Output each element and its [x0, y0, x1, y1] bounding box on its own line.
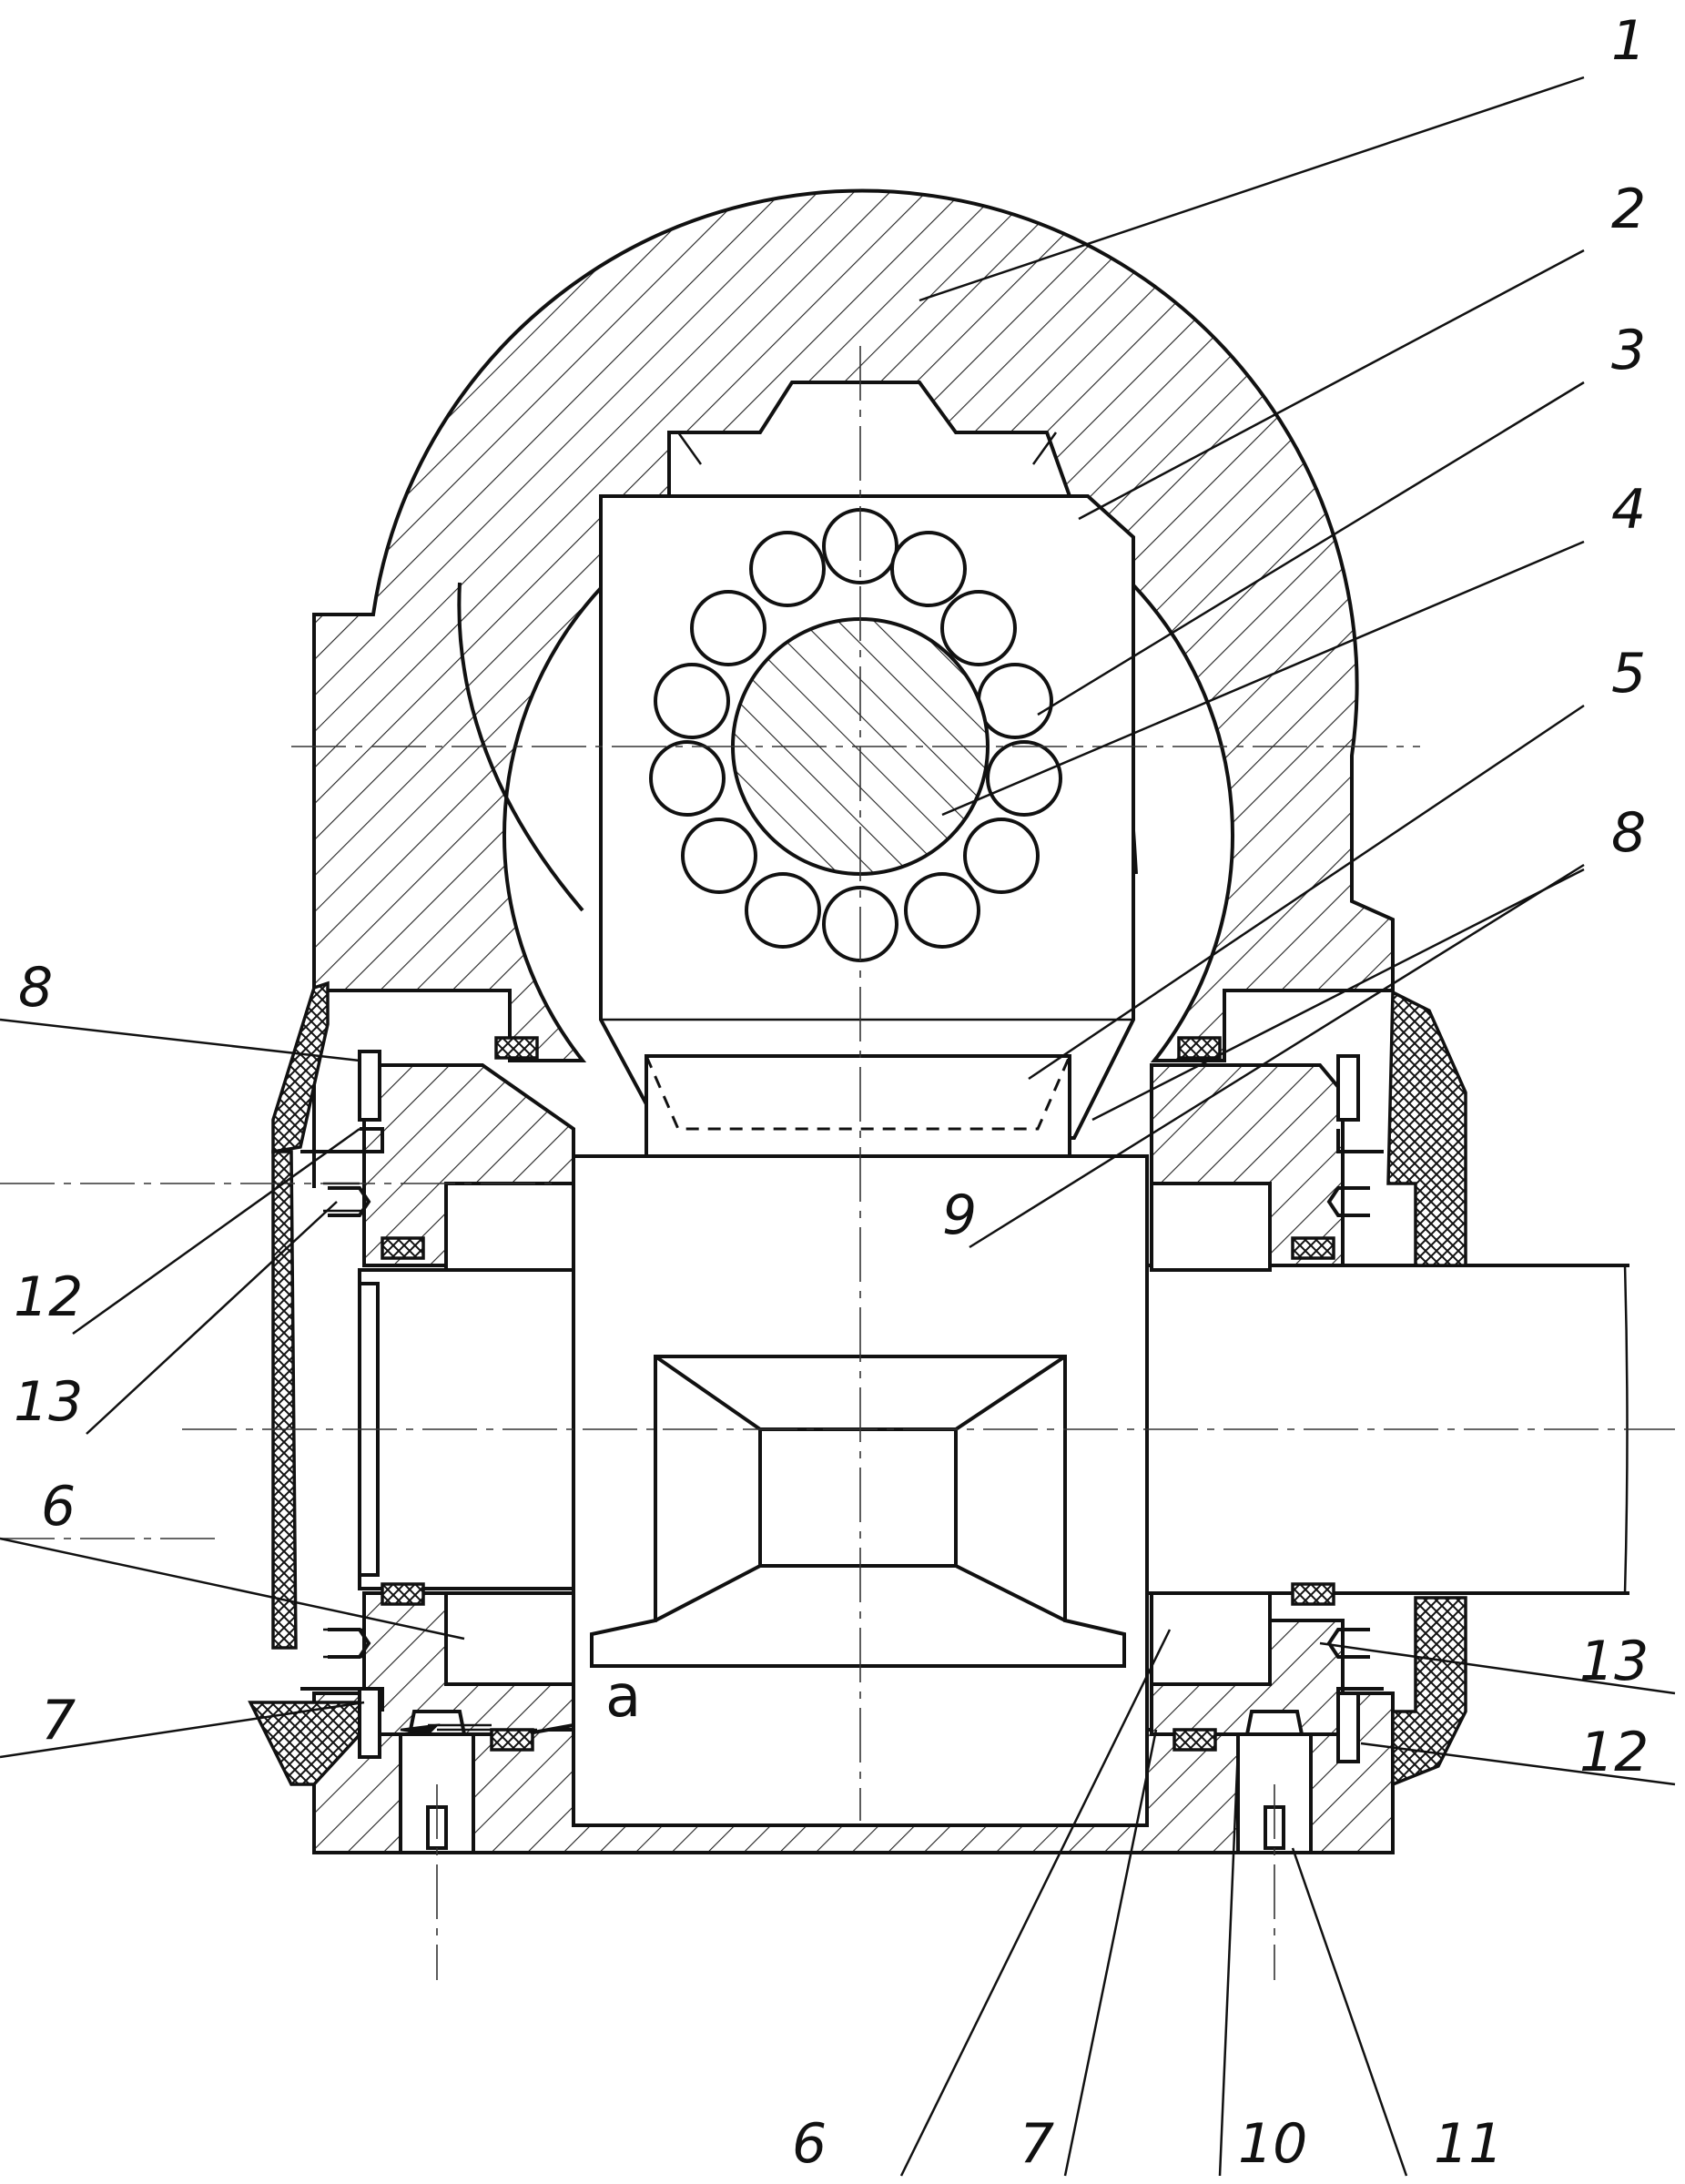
label-5: 5: [1611, 642, 1646, 706]
label-a: a: [605, 1663, 641, 1731]
label-7-left: 7: [41, 1689, 76, 1752]
right-bearing-housing: [1152, 1065, 1343, 1734]
label-2: 2: [1611, 178, 1646, 241]
label-9: 9: [942, 1183, 977, 1247]
label-13-right: 13: [1579, 1630, 1649, 1693]
label-3: 3: [1611, 319, 1646, 382]
label-12-right: 12: [1579, 1721, 1649, 1784]
label-12-left: 12: [14, 1265, 83, 1329]
label-6-bottom: 6: [792, 2112, 827, 2176]
slider-block: [646, 1056, 1070, 1156]
label-8-right: 8: [1611, 801, 1646, 865]
label-10: 10: [1238, 2112, 1307, 2176]
label-1: 1: [1611, 9, 1646, 73]
label-13-left: 13: [14, 1370, 83, 1434]
label-8-left: 8: [18, 956, 53, 1020]
label-11: 11: [1434, 2112, 1503, 2176]
label-7-bottom: 7: [1020, 2112, 1054, 2176]
label-4: 4: [1611, 478, 1646, 542]
label-6-left: 6: [41, 1475, 76, 1539]
